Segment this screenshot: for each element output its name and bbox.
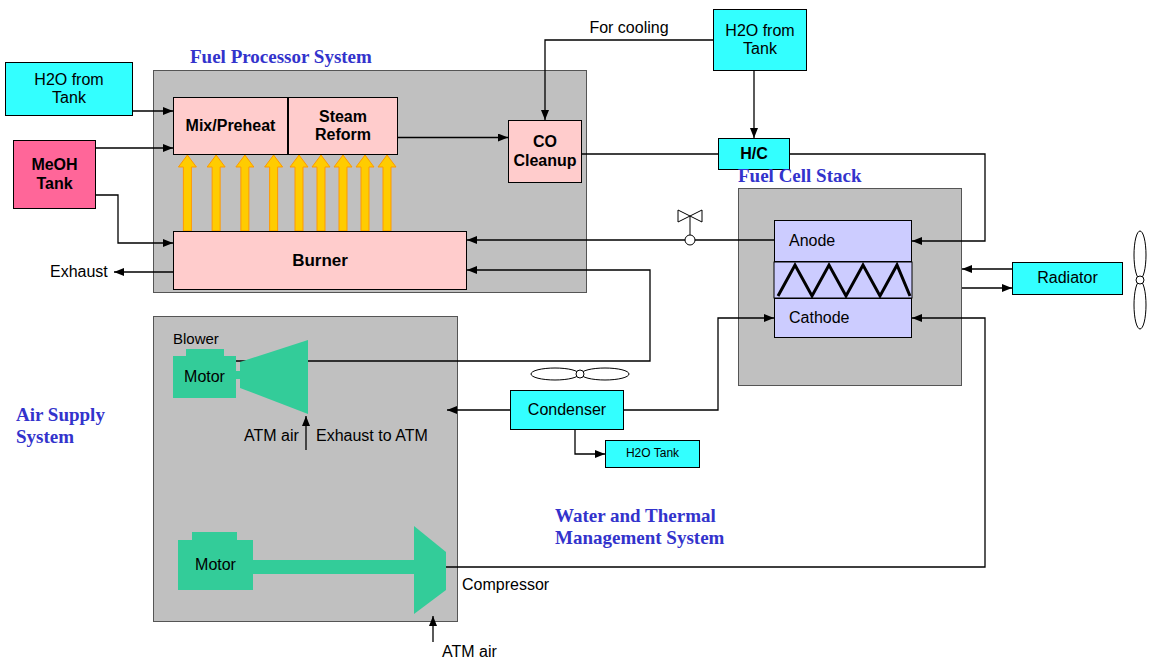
- flow-label: Exhaust to ATM: [316, 427, 428, 445]
- box-label: H2O Tank: [626, 447, 679, 461]
- box-label: H/C: [740, 145, 768, 163]
- motor-cap: [186, 349, 224, 356]
- intake-arrow: [432, 616, 433, 642]
- process-box: Mix/Preheat: [173, 97, 288, 155]
- flow-line: [96, 195, 173, 243]
- flow-line: [753, 71, 754, 138]
- group-heading: Water and Thermal Management System: [555, 505, 765, 549]
- system-panel: Fuel Processor SystemMix/PreheatSteam Re…: [153, 70, 587, 293]
- motor-cap: [192, 532, 237, 540]
- process-box: Burner: [173, 231, 467, 290]
- motor-box: Motor: [173, 356, 236, 398]
- box-label: Anode: [789, 232, 835, 250]
- water-source-box: H2O from Tank: [713, 9, 807, 71]
- flow-line: [582, 153, 718, 154]
- condenser-fan: [531, 368, 629, 380]
- exhaust-arrow: [447, 409, 510, 410]
- electrode-box: Cathode: [774, 298, 912, 338]
- heat-arrow: [290, 155, 308, 231]
- motor-box: Motor: [178, 540, 253, 590]
- flow-line: [962, 287, 1012, 288]
- flow-connector: [467, 240, 774, 241]
- panel-heading: Fuel Processor System: [190, 46, 372, 68]
- heat-arrow: [356, 155, 374, 231]
- flow-connector: [545, 40, 713, 120]
- flow-label: Exhaust: [50, 263, 108, 281]
- flow-line: [467, 239, 774, 240]
- box-label: Condenser: [528, 401, 606, 419]
- heat-arrow: [312, 155, 330, 231]
- heat-arrow: [178, 155, 196, 231]
- box-label: CO Cleanup: [513, 133, 576, 170]
- box-label: H2O from Tank: [29, 71, 109, 108]
- box-label: Motor: [195, 556, 236, 574]
- heat-arrow: [236, 155, 254, 231]
- panel-heading: Fuel Cell Stack: [738, 165, 862, 187]
- box-label: H2O from Tank: [720, 22, 800, 59]
- part-label: Blower: [173, 330, 219, 347]
- compressor-shaft: [253, 560, 418, 574]
- flow-line: [96, 147, 173, 148]
- box-label: Burner: [292, 251, 348, 271]
- flow-connector: [96, 195, 173, 243]
- flow-connector: [582, 154, 718, 155]
- condenser-box: Condenser: [510, 390, 624, 430]
- flow-connector: [962, 269, 1012, 270]
- box-label: Steam Reform: [315, 108, 371, 145]
- flow-connector: [253, 318, 985, 567]
- flow-line: [545, 40, 713, 120]
- radiator-box: Radiator: [1012, 262, 1123, 295]
- flow-line: [962, 268, 1012, 269]
- panel-heading: Air Supply System: [16, 404, 128, 448]
- flow-label: ATM air: [442, 643, 497, 661]
- flow-connector: [624, 318, 774, 410]
- flow-connector: [962, 288, 1012, 289]
- flow-line: [575, 430, 605, 454]
- box-label: Cathode: [789, 309, 850, 327]
- system-panel: Air Supply SystemMotorMotor: [153, 316, 458, 622]
- fuel-tank-box: MeOH Tank: [13, 140, 96, 209]
- process-box: Steam Reform: [288, 97, 398, 155]
- heat-arrow: [290, 155, 396, 231]
- process-box: CO Cleanup: [508, 120, 582, 183]
- panel-ground: [154, 317, 458, 622]
- box-label: Radiator: [1037, 269, 1097, 287]
- exhaust-arrow: [114, 271, 173, 272]
- heat-arrow: [178, 155, 282, 231]
- flow-line: [624, 318, 774, 410]
- flow-label: ATM air: [244, 427, 299, 445]
- panel-ground: [739, 189, 962, 386]
- cooling-plate: [774, 262, 912, 298]
- tank-box: H2O Tank: [605, 440, 700, 468]
- edge-label: For cooling: [587, 19, 670, 37]
- radiator-fan: [1134, 231, 1146, 329]
- heat-arrow: [378, 155, 396, 231]
- box-label: MeOH Tank: [31, 156, 77, 193]
- intake-arrow: [305, 416, 306, 450]
- water-source-box: H2O from Tank: [5, 62, 133, 116]
- heat-arrow: [207, 155, 225, 231]
- box-label: Mix/Preheat: [186, 117, 276, 135]
- flow-line: [133, 110, 173, 111]
- flow-connector: [754, 71, 755, 138]
- box-label: Motor: [184, 368, 225, 386]
- panel-ground: [154, 71, 587, 293]
- flow-line: [253, 318, 985, 567]
- flow-connector: [398, 137, 508, 138]
- blower-housing: [240, 340, 308, 414]
- heat-arrow: [334, 155, 352, 231]
- valve-symbol: [678, 210, 702, 245]
- part-label: Compressor: [462, 576, 549, 594]
- flow-connector: [96, 148, 173, 149]
- electrode-box: Anode: [774, 220, 912, 262]
- heat-arrow: [265, 155, 283, 231]
- flow-connector: [575, 430, 605, 454]
- flow-connector: [133, 111, 173, 112]
- flow-line: [398, 137, 508, 138]
- system-panel: Fuel Cell StackAnodeCathode: [738, 188, 962, 386]
- compressor-housing: [414, 526, 446, 614]
